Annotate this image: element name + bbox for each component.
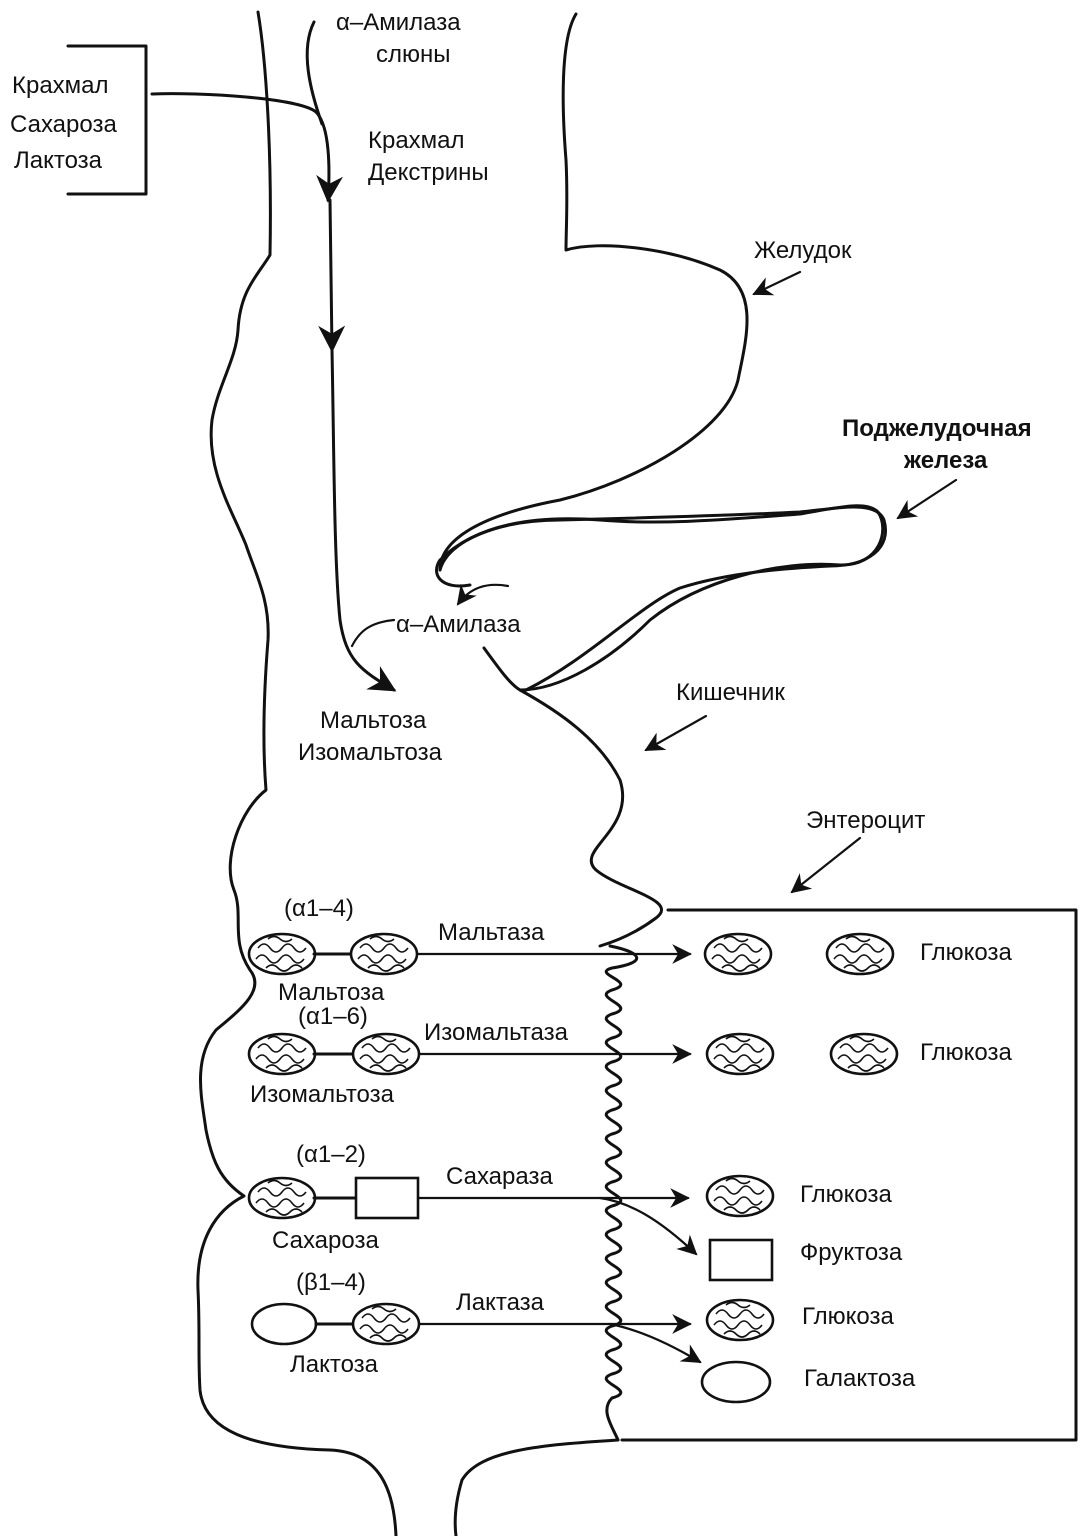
pancreas-pointer xyxy=(896,478,958,520)
tract-bottom-right xyxy=(453,1438,620,1536)
galactose-icon xyxy=(250,1302,318,1346)
product-label-2: Галактоза xyxy=(804,1365,916,1392)
enzyme-label: Изомальтаза xyxy=(424,1019,569,1046)
substrate-label: Мальтоза xyxy=(278,979,385,1006)
substrate-label: Сахароза xyxy=(272,1227,379,1254)
stomach-pointer xyxy=(752,270,802,296)
fructose-icon xyxy=(708,1238,774,1282)
amylase-line xyxy=(350,618,396,648)
bond-label: (β1–4) xyxy=(296,1269,366,1296)
fructose-icon xyxy=(354,1176,420,1220)
reaction-arrow-fructose xyxy=(598,1196,698,1256)
intestine-pointer xyxy=(644,714,708,752)
label-maltose: Мальтоза xyxy=(320,707,427,734)
label-pancreas-1: Поджелудочная xyxy=(842,415,1032,442)
label-pancreatic-amylase: α–Амилаза xyxy=(396,611,521,638)
enzyme-label: Лактаза xyxy=(456,1289,545,1316)
enzyme-label: Сахараза xyxy=(446,1163,553,1190)
product-label: Глюкоза xyxy=(920,1039,1013,1066)
glucose-icon xyxy=(351,1302,421,1346)
substrate-starch: Крахмал xyxy=(12,72,109,99)
reaction-lactase: (β1–4) Лактоза Лактаза Глюкоза Галактоза xyxy=(250,1269,916,1404)
label-stomach: Желудок xyxy=(754,237,852,264)
glucose-icon xyxy=(351,1032,421,1076)
glucose-icon xyxy=(705,1032,775,1076)
food-flow-arrow-2 xyxy=(318,198,346,353)
substrates-bracket xyxy=(66,44,148,196)
product-label-2: Фруктоза xyxy=(800,1239,903,1266)
enterocyte-pointer xyxy=(790,836,862,894)
label-isomaltose: Изомальтоза xyxy=(298,739,443,766)
enzyme-label: Мальтаза xyxy=(438,919,545,946)
microvilli-membrane xyxy=(604,944,638,1442)
tract-left-wall xyxy=(196,10,398,1536)
glucose-icon xyxy=(349,932,419,976)
glucose-icon xyxy=(829,1032,899,1076)
galactose-icon xyxy=(700,1360,772,1404)
food-flow-arrow-3 xyxy=(330,348,397,692)
intestine-right-wall xyxy=(518,688,664,948)
label-enterocyte: Энтероцит xyxy=(806,807,925,834)
glucose-icon xyxy=(705,1298,775,1342)
digestive-tract xyxy=(196,10,1078,1536)
label-mouth-dextrins: Декстрины xyxy=(368,159,489,186)
substrate-label: Лактоза xyxy=(290,1351,379,1378)
glucose-icon xyxy=(247,1176,317,1220)
reaction-isomaltase: (α1–6) Изомальтоза Изомальтаза Глюкоза xyxy=(247,1003,1013,1108)
food-flow-arrow-1 xyxy=(150,92,344,203)
product-label-1: Глюкоза xyxy=(800,1181,893,1208)
substrate-lactose: Лактоза xyxy=(14,147,103,174)
tract-right-wall xyxy=(438,12,749,572)
bond-label: (α1–2) xyxy=(296,1141,366,1168)
pancreatic-duct-arrow xyxy=(456,583,510,606)
product-label: Глюкоза xyxy=(920,939,1013,966)
label-pancreas-2: железа xyxy=(903,447,988,474)
reaction-arrow-galactose xyxy=(608,1322,702,1364)
reaction-maltase: (α1–4) Мальтоза Мальтаза Глюкоза xyxy=(247,895,1013,1006)
label-salivary-amylase-1: α–Амилаза xyxy=(336,9,461,36)
reaction-sucrase: (α1–2) Сахароза Сахараза Глюкоза Фруктоз… xyxy=(247,1141,903,1282)
glucose-icon xyxy=(825,932,895,976)
bond-label: (α1–4) xyxy=(284,895,354,922)
glucose-icon xyxy=(703,932,773,976)
substrate-sucrose: Сахароза xyxy=(10,111,117,138)
substrate-label: Изомальтоза xyxy=(250,1081,395,1108)
glucose-icon xyxy=(247,1032,317,1076)
product-label-1: Глюкоза xyxy=(802,1303,895,1330)
pancreas-outline xyxy=(438,505,887,692)
bond-label: (α1–6) xyxy=(298,1003,368,1030)
glucose-icon xyxy=(705,1174,775,1218)
enterocyte-cell xyxy=(620,908,1078,1442)
label-intestine: Кишечник xyxy=(676,679,785,706)
glucose-icon xyxy=(247,932,317,976)
substrates-box: Крахмал Сахароза Лактоза xyxy=(10,44,148,196)
label-mouth-starch: Крахмал xyxy=(368,127,465,154)
label-salivary-amylase-2: слюны xyxy=(376,41,451,68)
saliva-line xyxy=(305,20,324,126)
